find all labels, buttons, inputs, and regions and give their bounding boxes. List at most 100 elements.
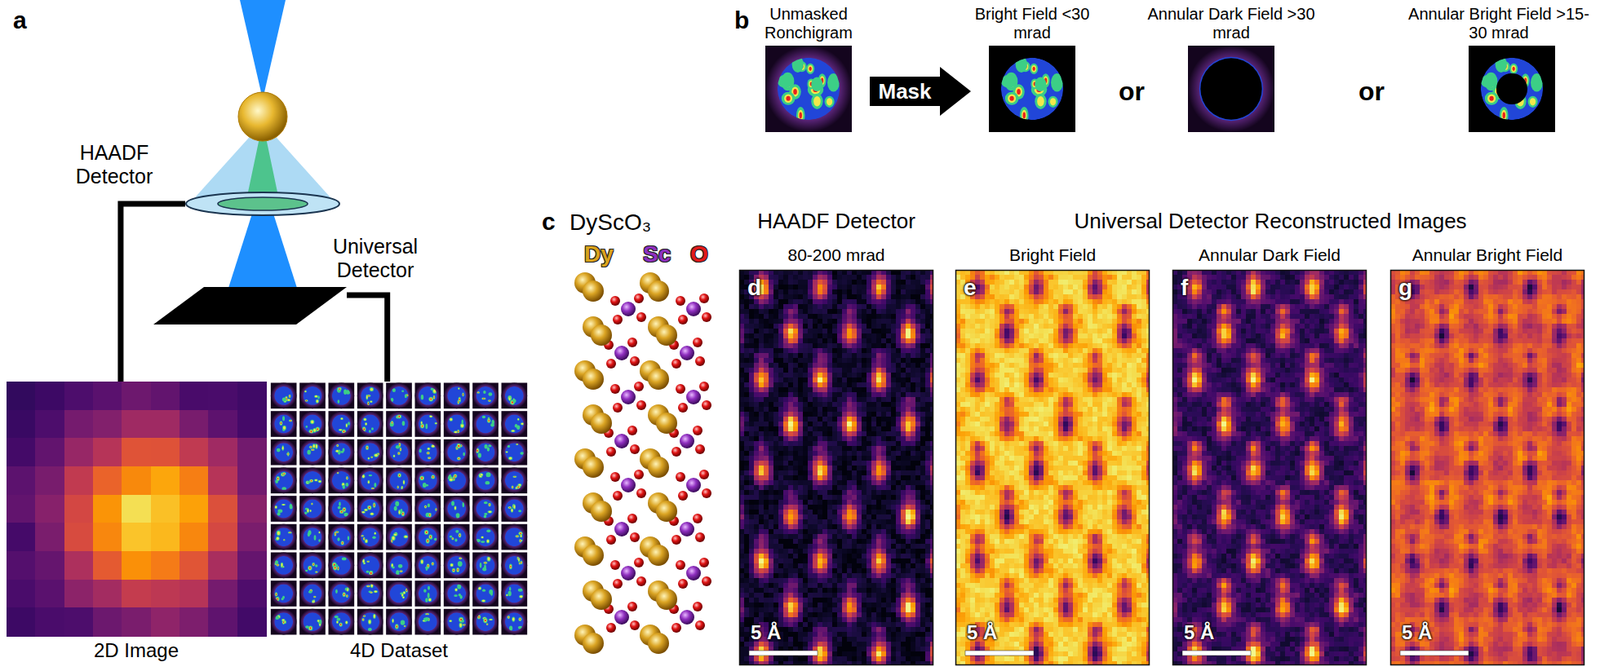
image-2d-graphic-part-part xyxy=(93,381,123,411)
stem-pixels-part xyxy=(822,299,829,306)
stem-pixels-part xyxy=(832,279,838,286)
ronchigram-tile-part-part xyxy=(400,571,402,572)
image-2d-graphic-part-part xyxy=(121,438,151,467)
stem-pixels-part xyxy=(915,274,922,281)
ronchigram-tile-part xyxy=(303,471,323,491)
ronchigram-graphic-part xyxy=(765,45,852,133)
stem-pixels-part xyxy=(783,279,789,286)
ronchigram-tile-part-part xyxy=(280,563,283,568)
stem-pixels-part xyxy=(905,309,912,315)
stem-pixels-part xyxy=(846,284,853,291)
stem-pixels-part xyxy=(802,279,809,286)
stem-pixels-part xyxy=(881,309,887,315)
stem-pixels xyxy=(739,270,936,668)
ronchigram-tile-part-part xyxy=(335,589,338,594)
ronchigram-tile-part-part xyxy=(314,597,315,599)
ronchigram: Bright Field <30 mrad xyxy=(988,45,1076,133)
ronchigram-graphic-part xyxy=(1468,45,1556,133)
ronchigram-tile-part xyxy=(332,556,351,576)
ronchigram-tile xyxy=(415,496,442,523)
ronchigram-tile-part-part xyxy=(345,483,349,488)
image-2d-graphic-part-part xyxy=(237,438,267,467)
stem-pixels-part xyxy=(768,274,775,281)
stem-pixels-part xyxy=(905,314,912,320)
ronchigram-tile-part-part xyxy=(334,616,339,619)
ronchigram-tile-part-part xyxy=(489,619,492,621)
ronchigram-tile xyxy=(270,524,297,551)
ronchigram-graphic xyxy=(1187,45,1275,133)
ronchigram-tile xyxy=(385,580,413,608)
ronchigram-tile-part-part xyxy=(363,619,364,621)
stem-pixels-part xyxy=(881,274,887,281)
image-2d-graphic-part-part xyxy=(208,466,238,496)
stem-pixels-part xyxy=(842,294,848,301)
ronchigram-tile-part-part xyxy=(367,628,373,632)
stem-pixels-part xyxy=(797,279,804,286)
ronchigram-tile-part-part xyxy=(343,430,346,433)
ronchigram-tile-part-part xyxy=(490,423,495,427)
ronchigram-tile xyxy=(270,553,297,580)
or-word: or xyxy=(1358,76,1385,107)
ronchigram-tile xyxy=(443,496,470,523)
ronchigram-tile-part xyxy=(418,471,438,491)
ronchigram-tile-part-part xyxy=(478,392,479,394)
ronchigram-tile xyxy=(357,553,384,580)
stem-pixels-part xyxy=(797,284,804,291)
ronchigram-tile xyxy=(357,496,384,523)
ronchigram-tile-part xyxy=(274,386,293,406)
stem-pixels-part xyxy=(886,284,892,291)
stem-pixels-part xyxy=(832,294,838,301)
stem-pixels-part xyxy=(900,289,907,296)
stem-pixels-part xyxy=(886,304,892,311)
ronchigram-tile-part-part xyxy=(400,620,406,625)
ronchigram-tile xyxy=(299,496,326,523)
stem-pixels-part xyxy=(817,289,824,296)
ronchigram-tile-part-part xyxy=(452,538,453,540)
stem-pixels-part xyxy=(773,284,780,291)
ronchigram-title: Bright Field <30 mrad xyxy=(966,4,1098,43)
ronchigram-tile-part-part xyxy=(421,394,424,400)
ronchigram-tile-part-part xyxy=(519,532,522,535)
image-2d-graphic-part-part xyxy=(93,580,123,609)
ronchigram-tile xyxy=(270,609,297,636)
ronchigram-tile-part-part xyxy=(459,534,461,537)
ronchigram-tile xyxy=(357,411,384,438)
ronchigram-tile-part-part xyxy=(486,472,492,478)
ronchigram-tile xyxy=(328,496,355,523)
ronchigram-tile-part-part xyxy=(338,501,342,507)
ronchigram-tile-part-part xyxy=(482,416,486,419)
stem-pixels-part xyxy=(744,304,750,311)
ronchigram-tile-part-part xyxy=(307,530,311,536)
ronchigram-tile-part-part xyxy=(480,474,483,476)
image-2d-graphic-part-part xyxy=(121,522,151,552)
ronchigram-tile-part-part xyxy=(488,400,490,402)
stem-pixels-part xyxy=(797,314,804,320)
stem-pixels-part xyxy=(890,304,897,311)
stem-pixels-part xyxy=(842,284,848,291)
stem-pixels-part xyxy=(871,309,878,315)
image-2d-graphic-part-part xyxy=(35,438,65,467)
ronchigram-tile-part-part xyxy=(337,473,339,475)
stem-pixels-part xyxy=(920,309,927,315)
ronchigram-tile-part-part xyxy=(341,542,343,545)
ronchigram-tile-part-part xyxy=(311,503,313,505)
ronchigram-tile-part-part xyxy=(310,430,312,433)
ronchigram-tile-part-part xyxy=(480,540,485,544)
image-2d-graphic-part-part xyxy=(35,551,65,581)
ronchigram-tile-part-part xyxy=(488,511,492,514)
stem-pixels-part xyxy=(846,294,853,301)
ronchigram-tile-part-part xyxy=(345,424,348,428)
stem-pixels-part xyxy=(807,289,814,296)
ronchigram-tile-part-part xyxy=(282,504,285,506)
ronchigram-tile-part-part xyxy=(484,620,487,622)
stem-pixels-part xyxy=(744,314,750,320)
image-2d-graphic-part-part xyxy=(237,495,267,524)
ronchigram-graphic-part-part-part xyxy=(1037,96,1045,107)
ronchigram-tile xyxy=(443,383,470,410)
ronchigram-tile xyxy=(472,468,499,495)
image-2d-graphic-part-part xyxy=(93,551,123,581)
stem-pixels-part xyxy=(773,294,780,301)
ronchigram-graphic-part-part-part xyxy=(793,88,798,95)
ronchigram-tile-part-part xyxy=(371,427,374,431)
stem-pixels-part xyxy=(763,304,770,311)
